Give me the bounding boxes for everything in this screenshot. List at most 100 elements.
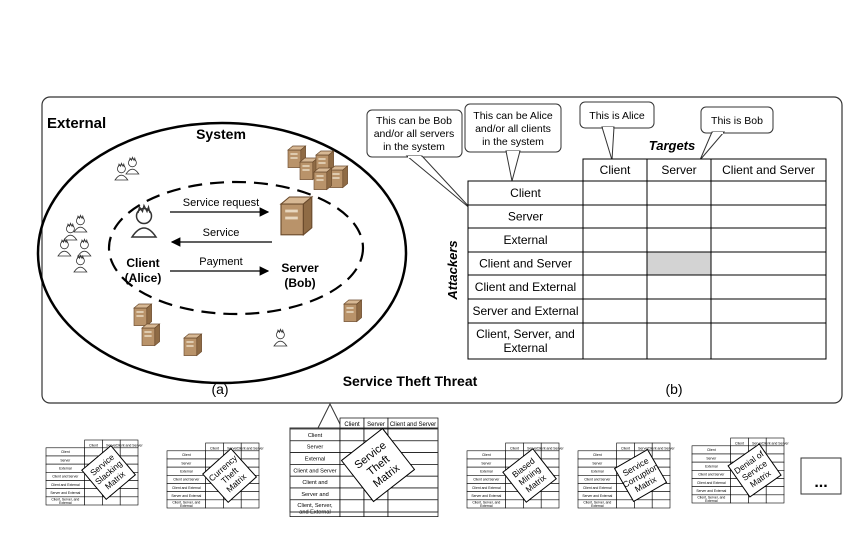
thumb-row-label: Client, Server, <box>297 503 333 509</box>
thumb-row-label: Client <box>707 448 716 452</box>
callout-is-bob: This is Bob <box>699 106 774 161</box>
matrix-cell <box>582 204 648 229</box>
thumb-row-label: Client <box>482 453 491 457</box>
external-label: External <box>47 115 106 132</box>
thumb-cell <box>616 450 635 460</box>
targets-label: Targets <box>649 138 695 153</box>
thumb-cell <box>339 499 365 517</box>
thumb-header: Client and Server <box>116 443 144 447</box>
attacker-row-cell <box>467 298 584 324</box>
thumb-cell <box>505 499 524 509</box>
thumb-header: Client <box>344 422 360 428</box>
attacker-row-cell <box>467 322 584 360</box>
callout-alice-line: This can be Alice <box>473 110 553 122</box>
thumb-row-label: Client and Server <box>473 478 500 482</box>
thumb-cell <box>240 491 260 501</box>
callout-is-bob-text: This is Bob <box>711 115 763 127</box>
thumb-header: Client and Server <box>390 422 436 428</box>
thumb-row-label: Client <box>308 433 323 439</box>
thumb-header: Client <box>210 446 219 450</box>
thumb-row-label: External <box>480 470 493 474</box>
more-matrices-box: ... <box>800 457 842 495</box>
matrix-cell <box>710 227 827 253</box>
attackers-label: Attackers <box>445 240 460 300</box>
thumb-row-label: Server and External <box>50 491 80 495</box>
thumb-row-label: Client and <box>302 480 327 486</box>
highlighted-cell <box>646 251 712 276</box>
thumb-header: Server <box>227 446 238 450</box>
thumb-cell <box>119 488 139 498</box>
thumb-row-label: Client <box>593 453 602 457</box>
callout-is-alice: This is Alice <box>579 101 655 161</box>
thumb-cell <box>540 491 560 501</box>
thumb-row-label: Server and <box>301 492 328 498</box>
thumb-row-label: Client and Server <box>698 473 725 477</box>
matrix-cell <box>646 322 712 360</box>
matrix-cell <box>710 204 827 229</box>
thumb-row-label: Client and Server <box>293 468 336 474</box>
thumb-header: Client <box>510 446 519 450</box>
thumb-row-label: Client, Server, and <box>472 500 500 504</box>
thumb-header: Server <box>752 441 763 445</box>
thumb-row-label: Client, Server, and <box>51 497 79 501</box>
thumb-row-label: External <box>705 465 718 469</box>
thumb-row-label: Server and External <box>471 494 501 498</box>
thumb-cell <box>651 499 671 509</box>
payment-label: Payment <box>199 256 242 268</box>
thumb-row-label: Client and External <box>51 483 80 487</box>
thumb-header: Server <box>367 422 385 428</box>
thumb-row-label: Server and External <box>582 494 612 498</box>
target-header: Client <box>600 163 631 177</box>
callout-alice-line: in the system <box>482 136 544 148</box>
thumb-cell <box>616 499 635 509</box>
matrix-cell <box>646 227 712 253</box>
attacker-label: Client and External <box>475 280 576 294</box>
thumb-cell <box>119 496 139 506</box>
thumb-header: Client <box>735 441 744 445</box>
thumb-cell <box>765 486 785 496</box>
thumb-cell <box>84 496 103 506</box>
thumb-header: Client and Server <box>237 446 265 450</box>
thumb-row-label: External <box>59 501 72 505</box>
caption-a: (a) <box>211 381 228 397</box>
thumb-cell <box>634 499 653 509</box>
matrix-cell <box>646 180 712 206</box>
thumb-row-label: Server <box>181 461 192 465</box>
callout-bob-line: This can be Bob <box>376 115 452 127</box>
thumb-header: Client <box>621 446 630 450</box>
thumb-header: Server <box>638 446 649 450</box>
matrix-cell <box>646 298 712 324</box>
matrix-cell <box>582 274 648 300</box>
thumb-row-label: Client, Server, and <box>583 500 611 504</box>
thumb-cell <box>223 499 242 509</box>
matrix-cell <box>710 298 827 324</box>
thumb-row-label: Client and Server <box>52 475 79 479</box>
matrix-cell <box>582 251 648 276</box>
thumb-cell <box>765 445 785 455</box>
thumb-row-label: External <box>480 504 493 508</box>
callout-alice-line: and/or all clients <box>475 123 551 135</box>
matrix-cell <box>582 180 648 206</box>
thumb-cell <box>765 494 785 504</box>
thumb-cell <box>339 487 365 501</box>
interaction-boundary <box>107 180 365 316</box>
thumb-row-label: Client and External <box>472 486 501 490</box>
ellipsis-label: ... <box>814 474 827 491</box>
service-label: Service <box>203 227 240 239</box>
thumb-row-label: Server <box>592 461 603 465</box>
thumb-row-label: External <box>305 457 326 463</box>
thumb-row-label: Server <box>307 445 324 451</box>
callout-bob-line: and/or all servers <box>374 128 455 140</box>
matrix-cell <box>582 227 648 253</box>
callout-bob-line: in the system <box>383 141 445 153</box>
thumb-cell <box>240 499 260 509</box>
server-label: Server <box>281 261 319 275</box>
target-header: Client and Server <box>722 163 815 177</box>
callout-bob: This can be Bob and/or all servers in th… <box>366 109 473 211</box>
